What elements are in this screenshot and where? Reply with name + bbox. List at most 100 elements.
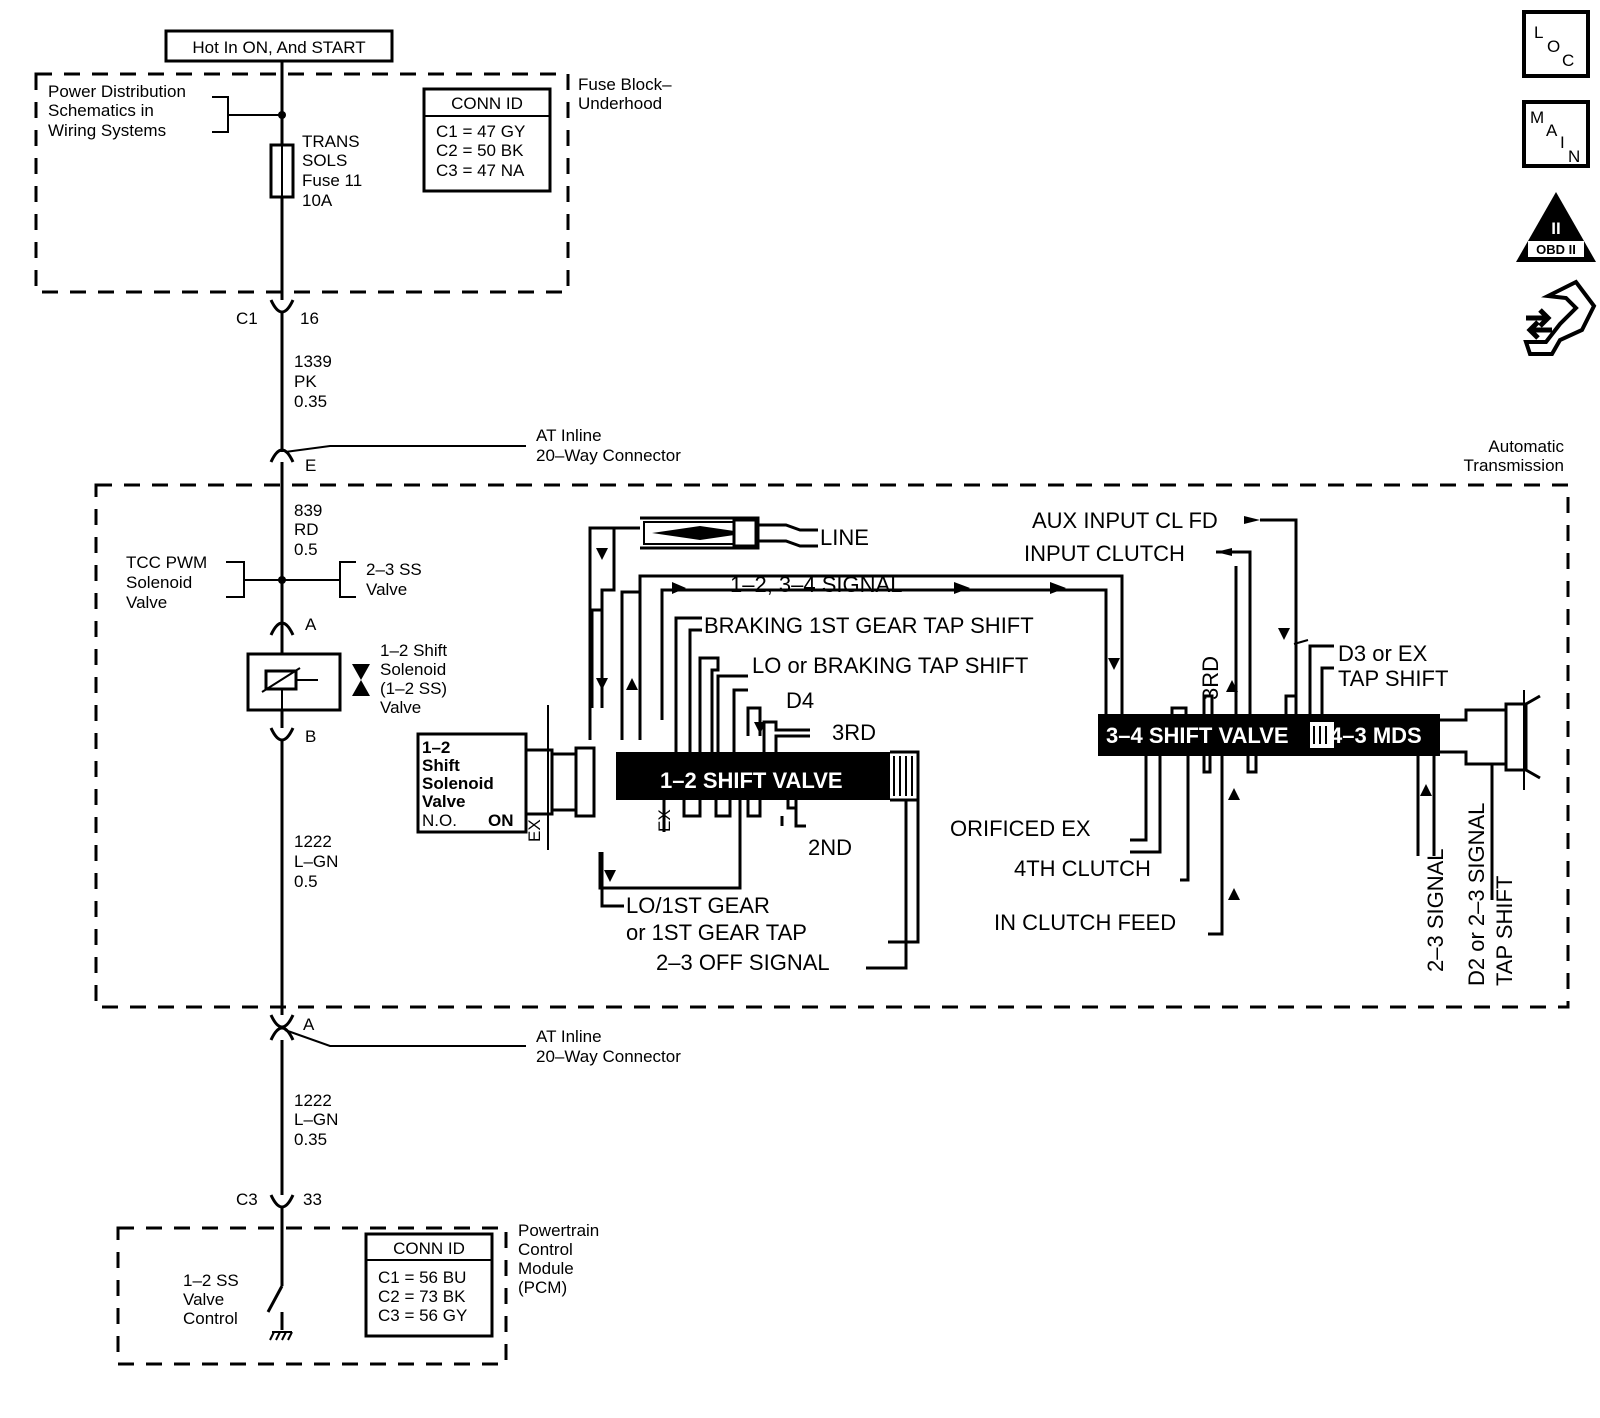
inline-top-pin: E bbox=[305, 456, 316, 475]
shift-sol-text-3: (1–2 SS) bbox=[380, 679, 447, 698]
shift-solenoid-box bbox=[416, 732, 528, 834]
wire1-gauge: 0.35 bbox=[294, 392, 327, 411]
fuse-block-label-1: Fuse Block– bbox=[578, 75, 672, 94]
power-ref-1: Power Distribution bbox=[48, 82, 186, 101]
sol-box-4: Valve bbox=[422, 792, 466, 811]
hyd-lo-braking: LO or BRAKING TAP SHIFT bbox=[752, 653, 1028, 678]
sol-box-3: Solenoid bbox=[422, 774, 494, 793]
svg-text:N: N bbox=[1568, 147, 1580, 166]
transmission-boundary bbox=[94, 483, 1570, 1009]
svg-text:I: I bbox=[1560, 133, 1565, 152]
pin-b-symbol bbox=[269, 727, 295, 742]
wire4-color: L–GN bbox=[294, 1110, 338, 1129]
pcm-boundary bbox=[116, 1226, 508, 1366]
pcm-control-1: 1–2 SS bbox=[183, 1271, 239, 1290]
transmission-label-2: Transmission bbox=[1464, 456, 1564, 475]
pcm-switch bbox=[266, 1285, 284, 1313]
fuse-conn-id-box bbox=[422, 87, 552, 193]
c1-connector-symbol bbox=[269, 299, 295, 314]
obd-numeral: II bbox=[1551, 219, 1560, 238]
fuse-block-label-2: Underhood bbox=[578, 94, 662, 113]
power-ref-bracket bbox=[212, 96, 282, 133]
main-icon bbox=[1522, 100, 1590, 168]
connector-icon bbox=[1523, 279, 1597, 356]
transmission-label-1: Automatic bbox=[1488, 437, 1564, 456]
pcm-conn-line-2: C2 = 73 BK bbox=[378, 1287, 466, 1306]
obd-ii-button[interactable]: II OBD II bbox=[1516, 192, 1596, 262]
svg-text:A: A bbox=[1546, 121, 1558, 140]
inline-bottom-connector-symbol bbox=[269, 1014, 295, 1029]
hyd-signal-12-34: 1–2, 3–4 SIGNAL bbox=[730, 572, 902, 597]
main-button[interactable]: M A I N bbox=[1522, 100, 1590, 168]
hot-box bbox=[164, 29, 394, 63]
wire1-circuit: 1339 bbox=[294, 352, 332, 371]
valve-12-label: 1–2 SHIFT VALVE bbox=[660, 768, 843, 793]
hyd-tap-shift: TAP SHIFT bbox=[1338, 666, 1448, 691]
inline-top-line1: AT Inline bbox=[536, 426, 602, 445]
mds-43-label: 4–3 MDS bbox=[1330, 723, 1422, 748]
c1-pin: 16 bbox=[300, 309, 319, 328]
tcc-text-2: Solenoid bbox=[126, 573, 192, 592]
obd-text: OBD II bbox=[1536, 242, 1576, 257]
shift-sol-text-4: Valve bbox=[380, 698, 421, 717]
loc-button[interactable]: L O C bbox=[1522, 10, 1590, 78]
pcm-conn-title: CONN ID bbox=[393, 1239, 465, 1258]
ss23-text-1: 2–3 SS bbox=[366, 560, 422, 579]
pcm-conn-line-3: C3 = 56 GY bbox=[378, 1306, 467, 1325]
pcm-control-2: Valve bbox=[183, 1290, 224, 1309]
pin-a-symbol bbox=[269, 621, 295, 636]
hydraulic-circuit-34 bbox=[922, 516, 1541, 936]
hyd-braking-1st: BRAKING 1ST GEAR TAP SHIFT bbox=[704, 613, 1034, 638]
svg-text:M: M bbox=[1530, 108, 1544, 127]
fuse-conn-line-2: C2 = 50 BK bbox=[436, 141, 524, 160]
pcm-label-3: Module bbox=[518, 1259, 574, 1278]
hot-label: Hot In ON, And START bbox=[192, 38, 365, 57]
inline-top-line2: 20–Way Connector bbox=[536, 446, 681, 465]
sol-box-5: N.O. bbox=[422, 811, 457, 830]
wire4-gauge: 0.35 bbox=[294, 1130, 327, 1149]
connector-button[interactable] bbox=[1523, 279, 1597, 356]
hyd-lo-1st: LO/1ST GEAR bbox=[626, 893, 770, 918]
hyd-d4: D4 bbox=[786, 688, 814, 713]
fuse-text-1: TRANS bbox=[302, 132, 360, 151]
fuse-text-2: SOLS bbox=[302, 151, 347, 170]
hydraulic-circuit-12 bbox=[588, 516, 922, 970]
hyd-ex-label: EX bbox=[655, 809, 674, 832]
power-ref-3: Wiring Systems bbox=[48, 121, 166, 140]
inline-bottom-line1: AT Inline bbox=[536, 1027, 602, 1046]
power-ref-2: Schematics in bbox=[48, 101, 154, 120]
hyd-off-23: 2–3 OFF SIGNAL bbox=[656, 950, 830, 975]
wire3-color: L–GN bbox=[294, 852, 338, 871]
hyd-2nd: 2ND bbox=[808, 835, 852, 860]
hyd-3rd-vertical: 3RD bbox=[1198, 656, 1223, 700]
fuse-conn-line-1: C1 = 47 GY bbox=[436, 122, 525, 141]
svg-text:C: C bbox=[1562, 51, 1574, 70]
tcc-text-3: Valve bbox=[126, 593, 167, 612]
hyd-d2-23-2: TAP SHIFT bbox=[1492, 876, 1517, 986]
fuse-text-4: 10A bbox=[302, 191, 333, 210]
fuse-text-3: Fuse 11 bbox=[302, 171, 362, 190]
ss23-text-2: Valve bbox=[366, 580, 407, 599]
wire2-circuit: 839 bbox=[294, 501, 322, 520]
hyd-d3-ex: D3 or EX bbox=[1338, 641, 1428, 666]
valve-34-label: 3–4 SHIFT VALVE bbox=[1106, 723, 1289, 748]
sol-box-1: 1–2 bbox=[422, 738, 450, 757]
inline-top-connector-symbol bbox=[269, 448, 295, 463]
pcm-label-2: Control bbox=[518, 1240, 573, 1259]
c1-label: C1 bbox=[236, 309, 258, 328]
sol-box-2: Shift bbox=[422, 756, 460, 775]
wire2-gauge: 0.5 bbox=[294, 540, 318, 559]
hyd-input-clutch: INPUT CLUTCH bbox=[1024, 541, 1185, 566]
fuse-conn-line-3: C3 = 47 NA bbox=[436, 161, 525, 180]
hyd-4th-clutch: 4TH CLUTCH bbox=[1014, 856, 1151, 881]
pcm-control-3: Control bbox=[183, 1309, 238, 1328]
hyd-orificed-ex: ORIFICED EX bbox=[950, 816, 1091, 841]
valve-symbol bbox=[352, 664, 370, 696]
pin-a-label: A bbox=[305, 615, 317, 634]
svg-text:O: O bbox=[1547, 37, 1560, 56]
c3-connector-symbol bbox=[269, 1194, 295, 1209]
sol-ex-label: EX bbox=[525, 819, 544, 842]
branch-brackets bbox=[226, 561, 356, 598]
c3-pin: 33 bbox=[303, 1190, 322, 1209]
